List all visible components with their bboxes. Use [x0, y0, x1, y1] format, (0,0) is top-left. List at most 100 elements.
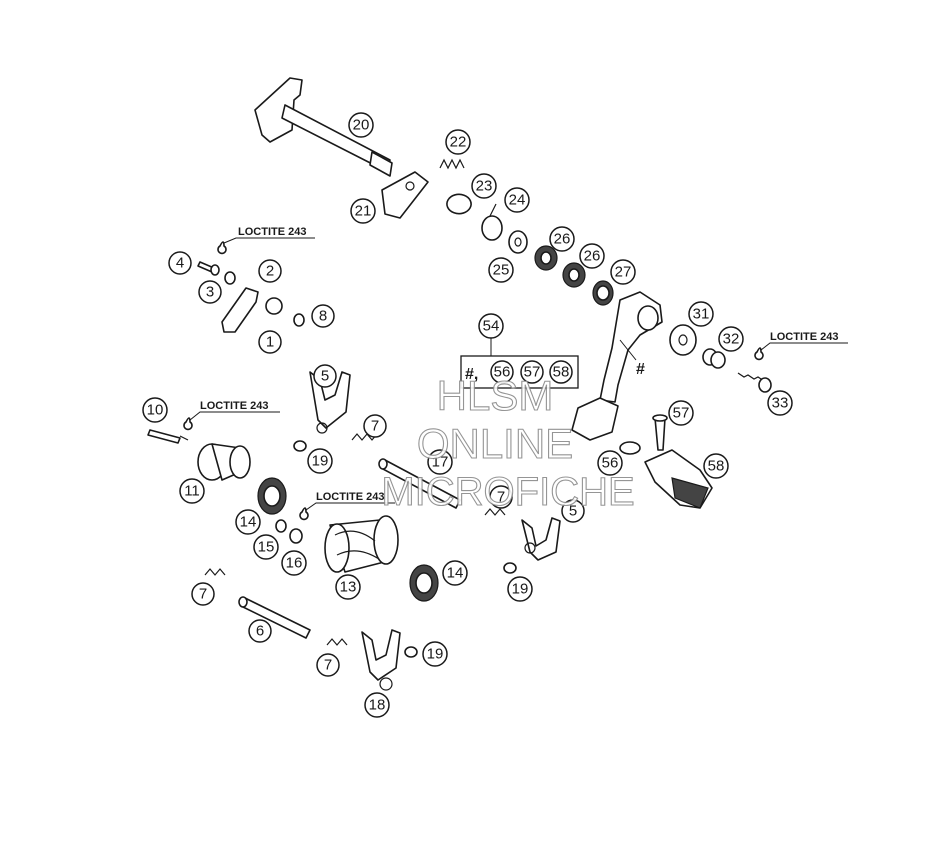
callout-58-kit: 58: [549, 360, 573, 384]
callout-54: 54: [478, 313, 504, 339]
part-washer-25: [508, 230, 528, 254]
loctite-label-2: LOCTITE 243: [200, 400, 268, 412]
callout-17: 17: [427, 449, 453, 475]
loctite-drop-1: [217, 241, 227, 255]
callout-33: 33: [767, 390, 793, 416]
loctite-note-3: LOCTITE 243: [305, 491, 395, 511]
loctite-note-4: LOCTITE 243: [760, 331, 848, 351]
part-needle-bearing-26a: [534, 245, 558, 271]
callout-10-label: 10: [147, 402, 164, 419]
callout-26b: 26: [579, 243, 605, 269]
callout-56-kit: 56: [490, 360, 514, 384]
kit-hash-marker: #,: [465, 366, 478, 383]
part-bearing-14a: [257, 477, 287, 515]
callout-25: 25: [488, 257, 514, 283]
part-spring-7c: [204, 568, 226, 576]
lever-hash-marker: #: [619, 339, 645, 378]
callout-5b: 5: [561, 499, 585, 523]
part-needle-bearing-26b: [562, 262, 586, 288]
callout-54-label: 54: [483, 318, 500, 335]
callout-19b: 19: [507, 576, 533, 602]
part-spring-24: [481, 203, 503, 241]
part-washer-31: [669, 324, 697, 356]
part-shift-tip-58: [644, 449, 713, 509]
part-shift-lever: [571, 291, 663, 441]
callout-7d: 7: [316, 653, 340, 677]
callout-11: 11: [179, 478, 205, 504]
callout-6-label: 6: [256, 623, 264, 640]
callout-58-label: 58: [708, 458, 725, 475]
callout-13-label: 13: [340, 579, 357, 596]
part-retainer-11: [197, 443, 251, 481]
part-rod-17: [378, 458, 461, 509]
callout-19a-label: 19: [312, 453, 329, 470]
callout-19a: 19: [307, 448, 333, 474]
part-roller-19c: [404, 646, 418, 658]
part-spring-7d: [326, 638, 348, 646]
callout-57-label: 57: [673, 405, 690, 422]
part-bush-56: [619, 441, 641, 455]
callout-5a-label: 5: [321, 368, 329, 385]
callout-11-label: 11: [184, 483, 200, 500]
callout-7c-label: 7: [199, 586, 207, 603]
callout-8: 8: [311, 304, 335, 328]
callout-6: 6: [248, 619, 272, 643]
part-bolt-33: [737, 372, 772, 393]
part-roller-19b: [503, 562, 517, 574]
part-pin-57: [652, 414, 668, 451]
callout-32-label: 32: [723, 331, 740, 348]
callout-7a-label: 7: [371, 418, 379, 435]
callout-18-label: 18: [369, 697, 386, 714]
callout-21-label: 21: [355, 203, 372, 220]
loctite-note-2: LOCTITE 243: [189, 400, 280, 421]
callout-31: 31: [688, 301, 714, 327]
callout-58: 58: [703, 453, 729, 479]
part-rod-6: [238, 596, 311, 639]
lever-hash-text: #: [636, 361, 645, 378]
callout-4: 4: [168, 251, 192, 275]
part-spring-1: [265, 297, 283, 315]
loctite-note-1: LOCTITE 243: [223, 226, 315, 244]
callout-14b: 14: [442, 560, 468, 586]
callout-19c-label: 19: [427, 646, 444, 663]
loctite-drop-3: [299, 507, 309, 521]
callout-24-label: 24: [509, 192, 526, 209]
callout-3-label: 3: [206, 284, 214, 301]
callout-32: 32: [718, 326, 744, 352]
callout-7b: 7: [489, 485, 513, 509]
callout-56-kit-label: 56: [494, 364, 511, 381]
callout-24: 24: [504, 187, 530, 213]
callout-57: 57: [668, 400, 694, 426]
callout-10: 10: [142, 397, 168, 423]
part-shift-plate: [381, 171, 429, 219]
callout-33-label: 33: [772, 395, 789, 412]
part-roller-8: [293, 313, 305, 327]
watermark-line-3: MICROFICHE: [381, 470, 634, 514]
part-bearing-14b: [409, 564, 439, 602]
callout-7b-label: 7: [497, 489, 505, 506]
callout-57-kit-label: 57: [524, 364, 541, 381]
callout-14a-label: 14: [240, 514, 257, 531]
part-spring-7b: [484, 508, 506, 516]
callout-1-label: 1: [266, 334, 274, 351]
part-shift-fork-18: [361, 629, 401, 691]
callout-16: 16: [281, 550, 307, 576]
callout-27: 27: [610, 259, 636, 285]
callout-21: 21: [350, 198, 376, 224]
part-lever-2: [221, 287, 259, 333]
part-roller-19a: [293, 440, 307, 452]
callout-8-label: 8: [319, 308, 327, 325]
callout-23: 23: [471, 173, 497, 199]
watermark: HLSM ONLINE MICROFICHE: [381, 371, 635, 514]
callout-2-label: 2: [266, 263, 274, 280]
part-screw-4: [197, 261, 220, 276]
callout-19b-label: 19: [512, 581, 529, 598]
callout-26a-label: 26: [554, 231, 571, 248]
callout-20-label: 20: [353, 117, 370, 134]
callout-14a: 14: [235, 509, 261, 535]
part-bolt-10: [147, 429, 189, 444]
part-pin-15: [275, 519, 287, 533]
callout-14b-label: 14: [447, 565, 464, 582]
callout-16-label: 16: [286, 555, 303, 572]
